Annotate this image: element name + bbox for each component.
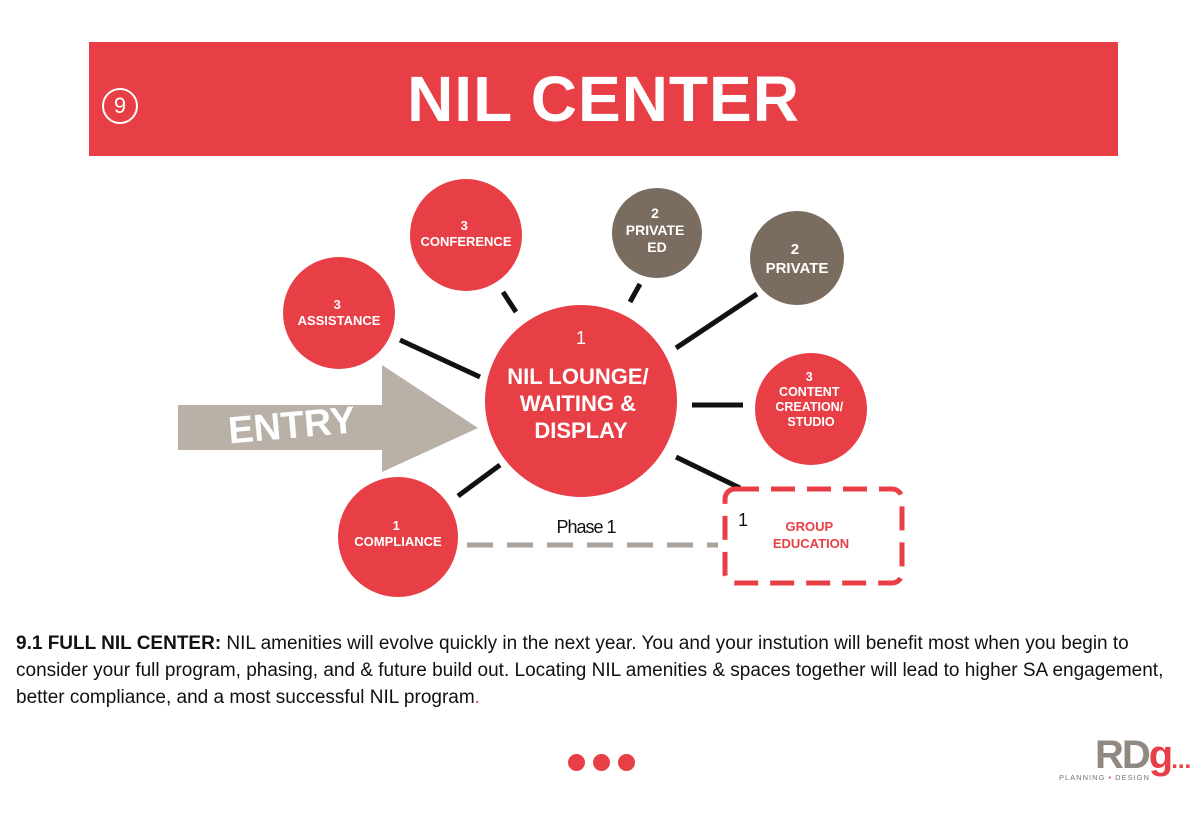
content-count: 3 (806, 370, 813, 384)
nil-lounge-node (485, 305, 677, 497)
caption-lead: 9.1 FULL NIL CENTER: (16, 633, 222, 654)
content-creation-label: 3 CONTENT CREATION/ STUDIO (775, 370, 846, 429)
logo-letters: RD (1095, 733, 1151, 777)
dot-2 (593, 754, 610, 771)
content-line-2: CONTENT (779, 385, 840, 399)
connector-compliance (456, 462, 502, 499)
logo-tag-right: DESIGN (1115, 773, 1150, 782)
logo-tag-separator: • (1108, 773, 1113, 782)
connector-private (674, 291, 759, 351)
assistance-count: 3 (334, 297, 341, 312)
assistance-node (283, 257, 395, 369)
conference-count: 3 (461, 218, 468, 233)
compliance-node (338, 477, 458, 597)
private-count: 2 (791, 241, 799, 258)
logo-ellipsis: ... (1171, 747, 1192, 774)
logo-wordmark: RDg... (1095, 733, 1191, 783)
caption-paragraph: 9.1 FULL NIL CENTER: NIL amenities will … (16, 630, 1186, 711)
phase-1-label: Phase 1 (556, 517, 616, 537)
connector-conference (500, 290, 519, 314)
caption-body: NIL amenities will evolve quickly in the… (16, 633, 1164, 708)
entry-arrow (178, 365, 478, 472)
private-ed-label: 2 PRIVATE ED (626, 205, 689, 255)
logo-tagline: PLANNING • DESIGN (1059, 773, 1150, 782)
logo-tag-left: PLANNING (1059, 773, 1106, 782)
group-education-line-2: EDUCATION (773, 536, 849, 551)
private-ed-line-2: PRIVATE (626, 222, 685, 238)
logo-g: g (1148, 733, 1173, 777)
private-node (750, 211, 844, 305)
content-line-3: CREATION/ (775, 400, 843, 414)
group-education-number: 1 (738, 510, 748, 530)
group-education-box (722, 486, 905, 586)
private-label: 2 PRIVATE (766, 241, 829, 277)
conference-node (410, 179, 522, 291)
dot-3 (618, 754, 635, 771)
private-ed-count: 2 (651, 205, 659, 221)
dot-1 (568, 754, 585, 771)
conference-name: CONFERENCE (420, 234, 511, 249)
nil-lounge-label: NIL LOUNGE/ WAITING & DISPLAY (507, 364, 655, 443)
content-creation-node (755, 353, 867, 465)
connector-assistance (398, 337, 482, 380)
private-ed-node (612, 188, 702, 278)
rdg-logo: RDg... PLANNING • DESIGN (1055, 733, 1191, 788)
compliance-label: 1 COMPLIANCE (354, 518, 442, 549)
private-ed-line-3: ED (647, 239, 666, 255)
assistance-name: ASSISTANCE (298, 313, 381, 328)
compliance-count: 1 (393, 518, 400, 533)
compliance-name: COMPLIANCE (354, 534, 442, 549)
group-education-label: GROUP EDUCATION (773, 519, 849, 551)
conference-label: 3 CONFERENCE (420, 218, 511, 249)
assistance-label: 3 ASSISTANCE (298, 297, 381, 328)
nil-lounge-line-3: DISPLAY (534, 418, 628, 443)
group-education-line-1: GROUP (785, 519, 833, 534)
title-banner (89, 42, 1118, 156)
connector-private-ed (627, 282, 643, 304)
private-name: PRIVATE (766, 260, 829, 277)
connector-group-education (674, 454, 742, 491)
content-line-4: STUDIO (787, 415, 835, 429)
nil-lounge-line-2: WAITING & (520, 391, 636, 416)
nil-lounge-number: 1 (576, 328, 586, 348)
caption-end: . (474, 687, 480, 708)
section-number-badge: 9 (102, 88, 138, 124)
nil-lounge-line-1: NIL LOUNGE/ (507, 364, 648, 389)
connectors (398, 282, 759, 499)
page-title: NIL CENTER (407, 63, 800, 135)
